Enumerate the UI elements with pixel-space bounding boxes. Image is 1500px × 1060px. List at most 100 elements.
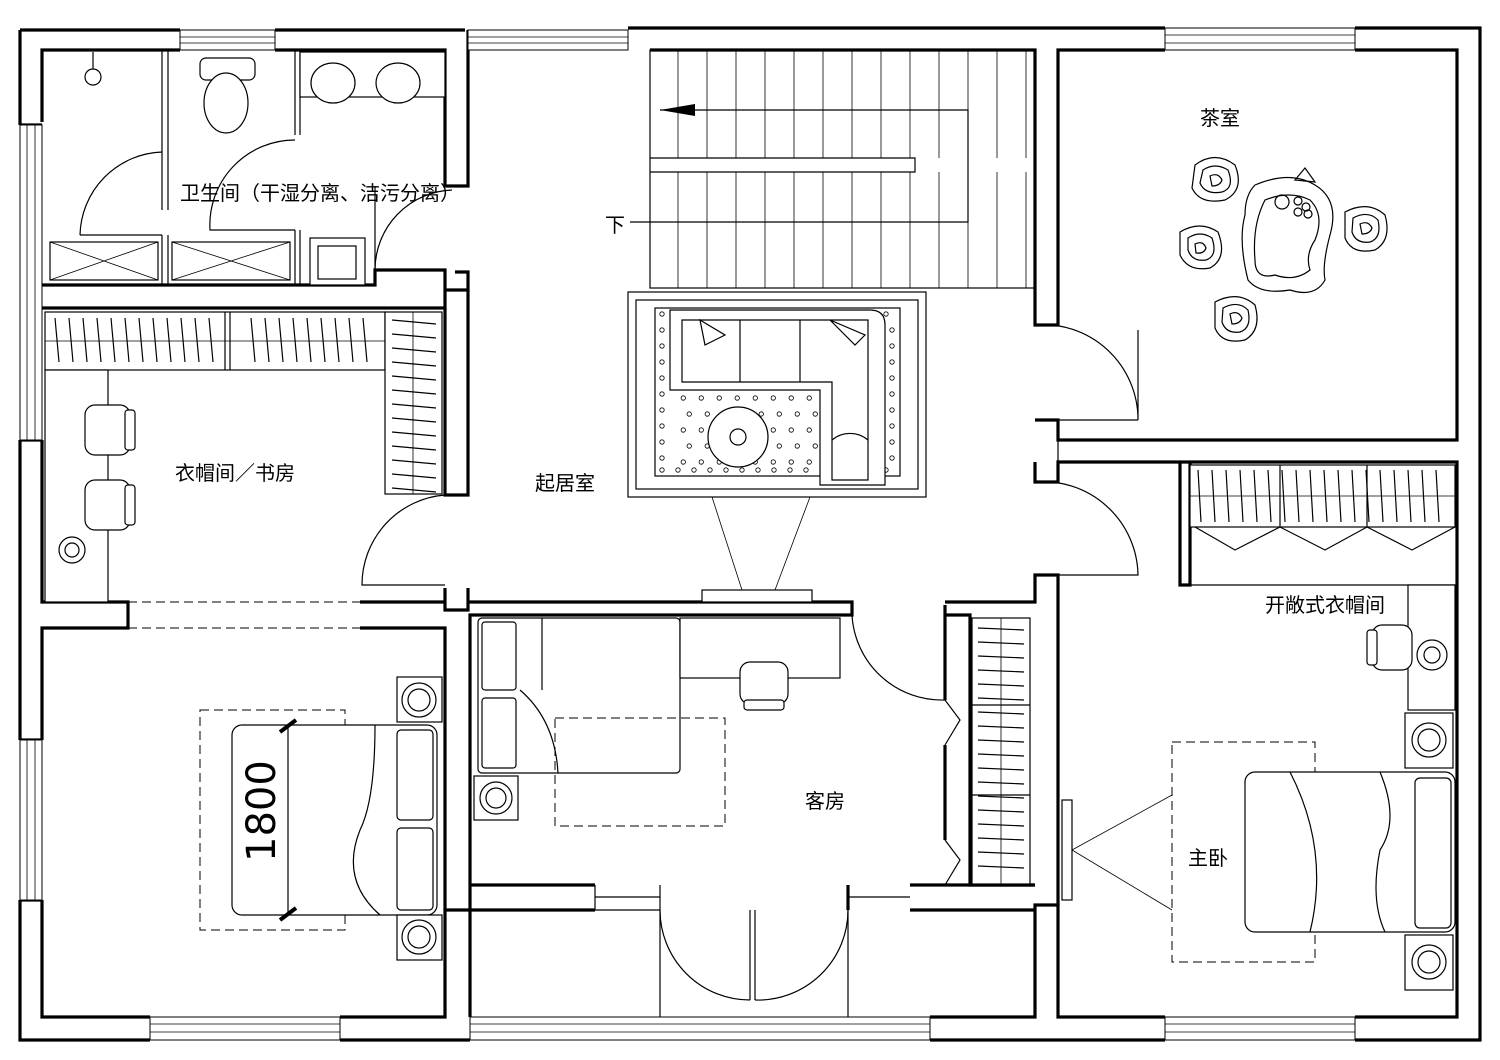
rug-pattern-dot xyxy=(755,467,761,473)
hanger-icon xyxy=(1379,469,1384,523)
hanger-icon xyxy=(391,459,437,465)
rug-pattern-dot xyxy=(734,395,740,401)
room-label-tea-room: 茶室 xyxy=(1200,106,1240,130)
rug-pattern-dot xyxy=(889,455,895,461)
hanger-icon xyxy=(977,851,1025,855)
hanger-icon xyxy=(124,317,130,363)
hanger-icon xyxy=(166,317,172,363)
bed-dimension-label: 1800 xyxy=(239,760,285,862)
hanger-icon xyxy=(977,683,1025,687)
hanger-icon xyxy=(110,317,116,363)
rug-pattern-dot xyxy=(770,395,776,401)
rug-pattern-dot xyxy=(659,311,665,317)
rug-pattern-dot xyxy=(776,411,782,417)
hanger-icon xyxy=(391,403,437,409)
rug-pattern-dot xyxy=(788,459,794,465)
hanger-icon xyxy=(977,711,1025,715)
chair-icon xyxy=(84,404,136,456)
bath-door-2 xyxy=(209,139,296,231)
hanger-icon xyxy=(977,655,1025,659)
stair-down-label: 下 xyxy=(605,213,625,237)
lamp-icon xyxy=(58,536,86,564)
hanger-icon xyxy=(977,697,1025,701)
left-bedroom-furniture: 1800 xyxy=(199,676,443,961)
hanger-icon xyxy=(362,317,368,363)
hanger-icons xyxy=(54,317,437,493)
rug-pattern-dot xyxy=(704,411,710,417)
rug-pattern-dot xyxy=(794,411,800,417)
coffee-table xyxy=(707,406,769,468)
hanger-icon xyxy=(1253,469,1258,523)
rug-pattern-dot xyxy=(659,327,665,333)
hanger-icon xyxy=(1435,469,1440,523)
tv-cabinet xyxy=(701,589,813,603)
room-label-guest-room: 客房 xyxy=(805,789,845,813)
stair-treads xyxy=(677,50,1027,288)
rug-pattern-dot xyxy=(889,439,895,445)
sofa xyxy=(669,309,886,486)
rug-pattern-dot xyxy=(889,391,895,397)
room-label-living-room: 起居室 xyxy=(535,471,595,495)
rug-pattern-dot xyxy=(707,467,713,473)
hanger-icon xyxy=(306,317,312,363)
hanger-icon xyxy=(292,317,298,363)
tea-room-furniture xyxy=(1179,156,1388,342)
rug-pattern-dot xyxy=(889,327,895,333)
flower-icon xyxy=(729,428,747,446)
rug-pattern-dot xyxy=(739,467,745,473)
hanger-icon xyxy=(96,317,102,363)
rug-pattern-dot xyxy=(788,427,794,433)
rug-pattern-dot xyxy=(752,395,758,401)
hanger-icon xyxy=(1323,469,1328,523)
hanger-icon xyxy=(391,417,437,423)
teapot-icon xyxy=(1293,167,1317,183)
hanger-icon xyxy=(391,333,437,339)
rug-pattern-dot xyxy=(806,395,812,401)
rug-pattern-dot xyxy=(787,467,793,473)
rug-pattern-dot xyxy=(680,459,686,465)
lamp-icon xyxy=(1416,639,1448,671)
rug-pattern-dot xyxy=(889,343,895,349)
hanger-icon xyxy=(138,317,144,363)
hanger-icon xyxy=(1337,469,1342,523)
rug-pattern-dot xyxy=(723,467,729,473)
hanger-icon xyxy=(391,487,437,493)
window-bottom-right xyxy=(1164,1016,1356,1041)
stair-arrow-icon xyxy=(660,104,695,116)
hanger-icon xyxy=(977,767,1025,771)
sink-icon xyxy=(310,62,356,104)
hanger-icon xyxy=(1421,469,1426,523)
rug-pattern-dot xyxy=(680,427,686,433)
rug-pattern-dot xyxy=(889,375,895,381)
hanger-icon xyxy=(391,375,437,381)
rug-pattern-dot xyxy=(788,395,794,401)
hanger-icon xyxy=(977,669,1025,673)
window-bottom-center xyxy=(469,1016,931,1041)
hanger-icon xyxy=(1365,469,1370,523)
guest-bed xyxy=(477,617,681,774)
chair-icon xyxy=(1366,624,1413,671)
hanger-icon xyxy=(977,781,1025,785)
rug-pattern-dot xyxy=(675,467,681,473)
hanger-icon xyxy=(334,317,340,363)
hanger-icon xyxy=(194,317,200,363)
rug-pattern-dot xyxy=(698,395,704,401)
rug-pattern-dot xyxy=(794,443,800,449)
hanger-icon xyxy=(180,317,186,363)
nightstand-lamp-icon xyxy=(1404,712,1454,769)
wardrobe-side xyxy=(384,311,443,495)
rug-pattern-dot xyxy=(698,427,704,433)
hanger-icon xyxy=(391,319,437,325)
teacup-icon xyxy=(1274,194,1290,210)
bath-entry-door xyxy=(374,189,453,271)
rug-pattern-dot xyxy=(659,359,665,365)
rug-pattern xyxy=(659,311,895,473)
hanger-icon xyxy=(1295,469,1300,523)
rug-pattern-dot xyxy=(680,395,686,401)
hanger-icon xyxy=(54,317,60,363)
hanger-icon xyxy=(1351,469,1356,523)
stone-stool xyxy=(1191,156,1239,202)
rug-pattern-dot xyxy=(771,467,777,473)
hanger-icon xyxy=(348,317,354,363)
hanger-icon xyxy=(977,809,1025,813)
